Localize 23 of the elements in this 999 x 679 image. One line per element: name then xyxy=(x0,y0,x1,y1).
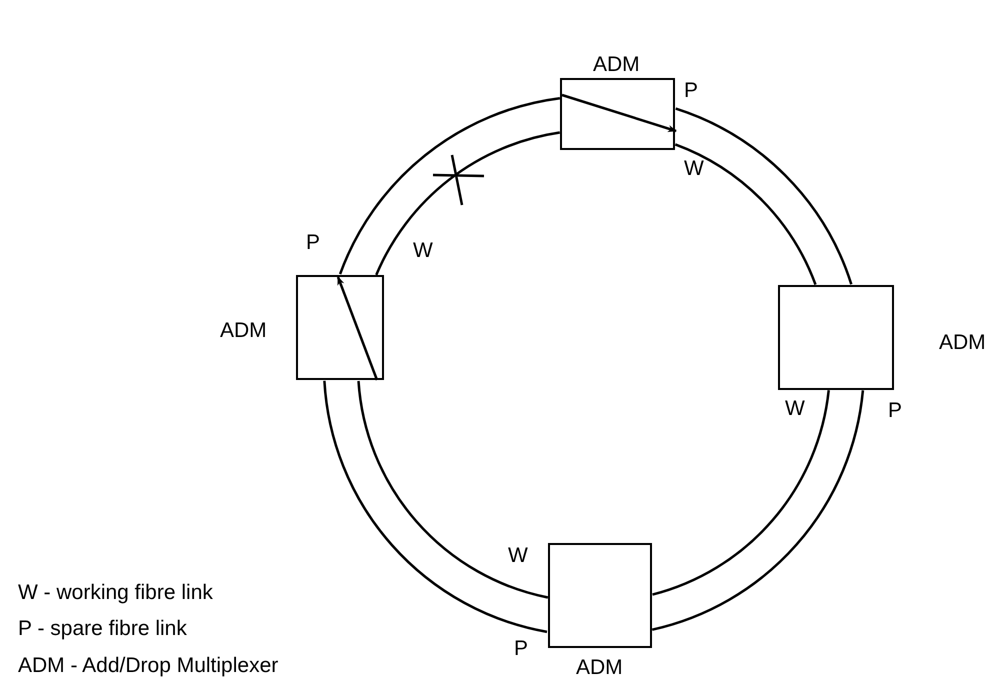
node-label: ADM xyxy=(593,54,640,75)
fibre-label: W xyxy=(684,158,704,179)
key-text: P - spare fibre link xyxy=(18,618,187,639)
fibre-label: P xyxy=(514,638,528,659)
fibre-label: P xyxy=(684,80,698,101)
fibre-link-arc xyxy=(357,380,548,599)
node-label: ADM xyxy=(220,320,267,341)
node-label: ADM xyxy=(576,657,623,678)
fibre-link-arc xyxy=(375,131,560,276)
key-text: W - working fibre link xyxy=(18,582,213,603)
key-text: ADM - Add/Drop Multiplexer xyxy=(18,655,278,676)
fibre-link-arc xyxy=(652,390,864,631)
fibre-label: P xyxy=(888,400,902,421)
fibre-label: W xyxy=(785,398,805,419)
fibre-link-arc xyxy=(338,96,560,275)
fibre-label: W xyxy=(508,545,528,566)
node-label: ADM xyxy=(939,332,986,353)
fibre-link-arc xyxy=(674,143,817,286)
fibre-label: W xyxy=(413,240,433,261)
fibre-label: P xyxy=(306,232,320,253)
fibre-link-arc xyxy=(652,390,830,596)
fibre-link-arc xyxy=(675,107,852,285)
fibre-link-arc xyxy=(323,380,548,634)
